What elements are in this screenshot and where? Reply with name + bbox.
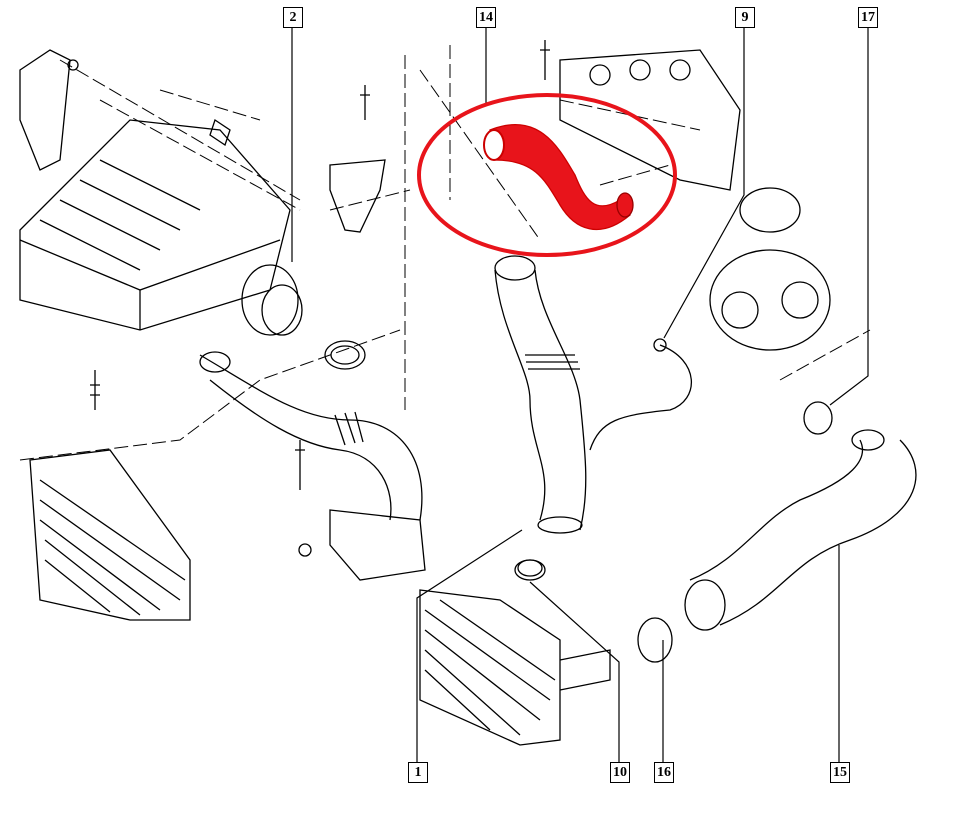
intercooler-bottom: [419, 589, 611, 746]
part-label-10: 10: [610, 762, 630, 783]
leader-lines: [291, 27, 869, 762]
air-flow-meter: [209, 118, 366, 370]
part-label-15: 15: [830, 762, 850, 783]
intercooler-left: [29, 449, 191, 621]
highlighted-hose-14: [483, 124, 634, 231]
hose-15: [684, 429, 917, 631]
assembly-lines: [19, 45, 871, 461]
highlight-circle: [417, 93, 677, 257]
air-filter-box: [19, 49, 291, 410]
intake-hose-left: [199, 351, 426, 581]
part-label-14: 14: [476, 7, 496, 28]
turbocharger: [709, 187, 831, 351]
part-label-2: 2: [283, 7, 303, 28]
part-label-17: 17: [858, 7, 878, 28]
clamps: [517, 401, 833, 663]
center-hose: [494, 255, 587, 581]
intake-manifold: [540, 40, 741, 191]
part-label-1: 1: [408, 762, 428, 783]
oil-pipe: [589, 338, 693, 451]
part-label-16: 16: [654, 762, 674, 783]
part-label-9: 9: [735, 7, 755, 28]
bracket: [329, 85, 386, 233]
